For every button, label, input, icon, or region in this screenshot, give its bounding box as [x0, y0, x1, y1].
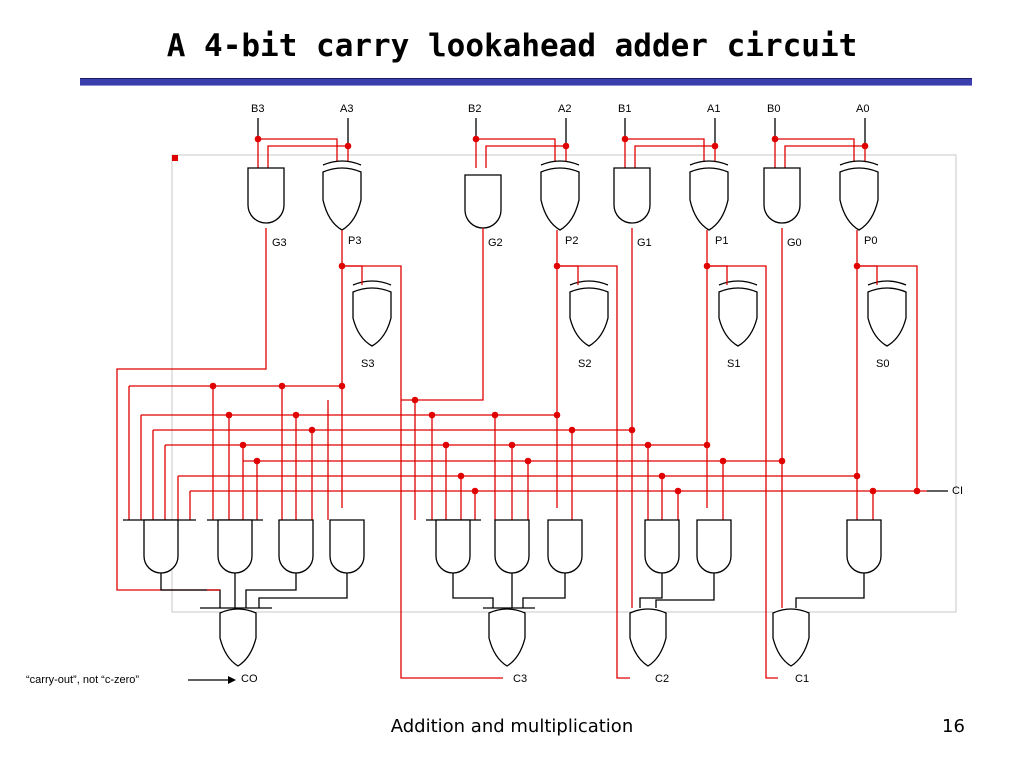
input-a1-label: A1 [707, 103, 720, 115]
input-b1-label: B1 [618, 103, 631, 115]
and-gate-g0 [763, 167, 801, 224]
and-gate-g1 [613, 167, 651, 224]
schematic-frame [171, 154, 957, 613]
g0-label: G0 [787, 237, 802, 249]
input-b0-label: B0 [767, 103, 780, 115]
g1-label: G1 [637, 237, 652, 249]
co-label: CO [241, 673, 258, 685]
annotation-arrowhead [228, 676, 236, 684]
carry-out-annotation: “carry-out”, not “c-zero” [26, 674, 139, 686]
and-gate-c3-term2 [494, 519, 530, 574]
and-gate-g3 [247, 167, 285, 224]
slide-title: A 4-bit carry lookahead adder circuit [166, 28, 858, 64]
xor-gate-p1 [689, 160, 729, 231]
slide-footer: Addition and multiplication [390, 716, 634, 737]
and-gate-co-term3 [278, 519, 314, 574]
or-gate-co [219, 608, 257, 667]
c2-label: C2 [655, 673, 669, 685]
xor-gate-p2 [540, 160, 580, 231]
and-gate-co-term4 [329, 519, 365, 574]
input-junction-dots [254, 135, 869, 150]
and-gate-c1-term1 [846, 519, 882, 574]
bus-junction-dots [209, 382, 861, 480]
carry-in-dot [913, 487, 921, 495]
xor-gate-s3 [352, 280, 392, 347]
p3-label: P3 [348, 235, 361, 247]
g2-label: G2 [488, 237, 503, 249]
s1-label: S1 [727, 358, 740, 370]
xor-gate-s1 [718, 280, 758, 347]
carry-in-label: CI [952, 485, 963, 497]
frame-marker [172, 155, 178, 161]
gp-output-wires [116, 228, 918, 679]
p1-label: P1 [715, 235, 728, 247]
product-term-buses [128, 385, 874, 520]
or-gate-c1 [772, 608, 810, 667]
p2-label: P2 [565, 235, 578, 247]
and-gate-c3-term3 [547, 519, 583, 574]
and-gate-c2-term1 [644, 519, 680, 574]
and-gate-c2-term2 [696, 519, 732, 574]
and-gate-g2 [464, 174, 502, 229]
and-gate-co-term2 [217, 519, 253, 574]
input-a3-label: A3 [340, 103, 353, 115]
s2-label: S2 [578, 358, 591, 370]
xor-gate-s2 [569, 280, 609, 347]
c1-label: C1 [795, 673, 809, 685]
input-stubs [257, 118, 866, 146]
xor-gate-p3 [322, 160, 362, 231]
xor-gate-s0 [867, 280, 907, 347]
xor-gate-p0 [839, 160, 879, 231]
page-number: 16 [942, 716, 965, 737]
c3-label: C3 [513, 673, 527, 685]
input-b2-label: B2 [468, 103, 481, 115]
s3-label: S3 [361, 358, 374, 370]
gp-output-dots [338, 262, 861, 270]
s0-label: S0 [876, 358, 889, 370]
input-a0-label: A0 [856, 103, 869, 115]
and-gate-c3-term1 [435, 519, 471, 574]
g3-label: G3 [272, 237, 287, 249]
input-a2-label: A2 [558, 103, 571, 115]
title-rule [80, 78, 972, 86]
p0-label: P0 [864, 235, 877, 247]
and-to-or-wires [160, 573, 865, 609]
input-b3-label: B3 [251, 103, 264, 115]
or-gate-c2 [629, 608, 667, 667]
or-gate-c3 [488, 608, 526, 667]
and-gate-co-term1 [143, 519, 179, 574]
